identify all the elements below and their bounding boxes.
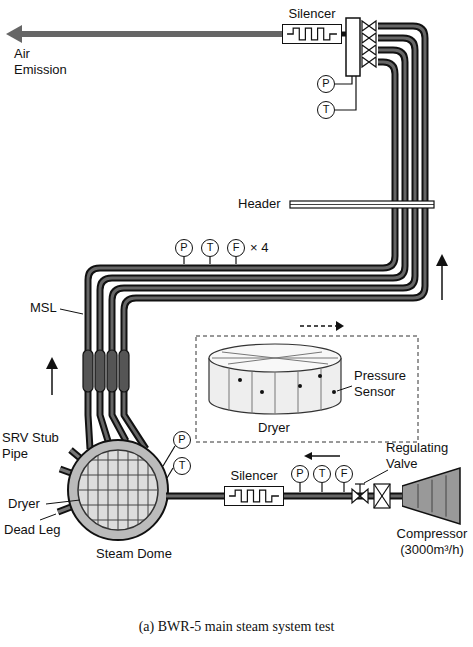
- leader-line: [364, 470, 388, 483]
- manifold: [346, 18, 376, 76]
- dryer-label: Dryer: [258, 420, 290, 436]
- node-label: P: [296, 467, 303, 479]
- gauge-line: [300, 483, 344, 492]
- node-label: P: [178, 433, 185, 445]
- multiplier-label: × 4: [250, 240, 268, 256]
- gauge-circle: P: [317, 75, 335, 93]
- gauge-circle: P: [175, 239, 193, 257]
- gauge-circle: T: [201, 239, 219, 257]
- figure-caption: (a) BWR-5 main steam system test: [0, 618, 473, 636]
- gauge-circle: T: [317, 101, 335, 119]
- silencer: Silencer: [224, 468, 284, 506]
- gauge-circle: P: [173, 431, 191, 449]
- flow-arrow: [46, 254, 448, 460]
- compressor: Compressor (3000m³/h): [395, 466, 469, 558]
- dryer-label: Dryer: [8, 496, 40, 512]
- valve-label: Regulating Valve: [386, 440, 456, 472]
- header-bar: [290, 201, 434, 208]
- silencer: Silencer: [282, 6, 342, 44]
- node-label: Silencer: [282, 6, 342, 22]
- gauge-circle: P: [291, 465, 309, 483]
- steam-dome: [68, 440, 168, 540]
- silencer-coil: [225, 487, 283, 505]
- node-label: T: [319, 467, 326, 479]
- leader-line: [40, 500, 80, 520]
- emission-arrow: [6, 25, 282, 43]
- gauge-line: [184, 257, 236, 264]
- dome-label: Steam Dome: [96, 546, 172, 562]
- compressor-shape: [402, 466, 462, 526]
- leader-line: [60, 309, 83, 314]
- flow-element: [83, 350, 129, 392]
- emission-label: Air Emission: [14, 46, 76, 78]
- pipe-label: Dead Leg: [4, 522, 60, 538]
- node-label: T: [207, 241, 214, 253]
- silencer-coil: [283, 25, 341, 43]
- node-label: Silencer: [224, 468, 284, 484]
- gauge-circle: F: [227, 239, 245, 257]
- gauge-line: [335, 76, 356, 110]
- node-label: P: [180, 241, 187, 253]
- main-steam-lines-core: [88, 26, 425, 449]
- header-label: Header: [238, 196, 281, 212]
- filter-box: [374, 484, 390, 508]
- silencer-box: [282, 24, 342, 44]
- node-label: T: [179, 459, 186, 471]
- sensor-label: Pressure Sensor: [354, 368, 416, 400]
- dryer-inset: [196, 336, 418, 442]
- main-steam-lines: [88, 26, 425, 449]
- node-label: T: [323, 103, 330, 115]
- node-label: Compressor (3000m³/h): [397, 526, 468, 557]
- regulating-valve: [352, 484, 368, 503]
- gauge-circle: F: [335, 465, 353, 483]
- pipe: [166, 496, 224, 497]
- node-label: F: [233, 241, 240, 253]
- node-label: F: [341, 467, 348, 479]
- pipe-label: SRV Stub Pipe: [2, 430, 62, 462]
- silencer-box: [224, 486, 284, 506]
- gauge-circle: T: [313, 465, 331, 483]
- node-label: P: [322, 77, 329, 89]
- gauge-circle: T: [173, 457, 191, 475]
- pipe-label: MSL: [30, 300, 57, 316]
